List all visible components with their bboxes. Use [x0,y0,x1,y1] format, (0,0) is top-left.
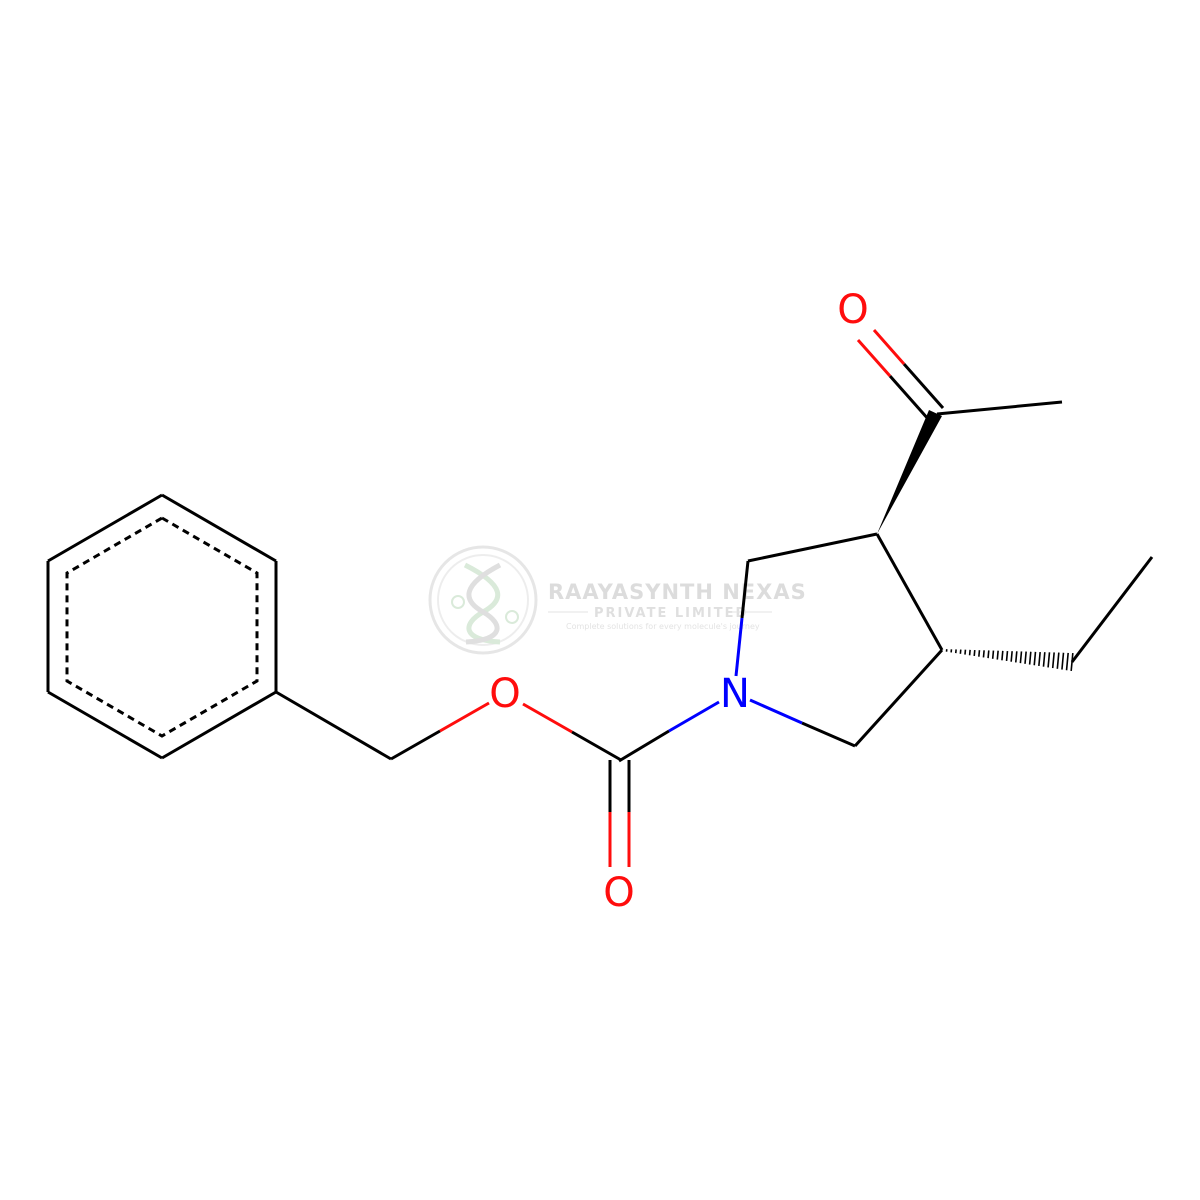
hash-stroke [1005,650,1009,662]
bond-ketone-b-red [856,339,892,377]
hash-stroke [973,649,976,657]
bond-c3-c4 [875,533,944,651]
hash-stroke [1019,651,1023,664]
bond-benzene-6 [47,493,163,563]
hash-stroke [1001,650,1004,661]
bond-carbonyl-n-black [618,729,670,763]
hashed-wedge-c4-ethyl [945,649,1074,672]
hash-stroke [1047,652,1051,668]
hash-stroke [1051,652,1055,669]
bond-n-c2-black [740,560,750,619]
bond-ethyl-cc [1070,556,1154,663]
bond-benzene-1 [161,493,277,563]
watermark-subtitle: PRIVATE LIMITED [594,606,748,621]
atom-carbonyl-oxygen: O [603,870,634,916]
bond-c2-c3 [747,532,878,563]
bond-ch2-o-red [439,701,490,733]
hash-stroke [982,650,985,658]
hash-stroke [978,650,981,657]
wedge-bond-c3-acetyl [877,410,942,534]
watermark: RAAYASYNTH NEXAS PRIVATE LIMITED Complet… [428,545,807,655]
hash-stroke [1056,652,1060,669]
hash-stroke [1014,651,1018,663]
watermark-company-name: RAAYASYNTH NEXAS [548,580,807,604]
hash-stroke [1024,651,1027,664]
bond-o-carbonyl-red [522,702,573,734]
atom-ketone-oxygen: O [837,287,868,333]
atom-ring-nitrogen: N [720,671,750,717]
hash-stroke [1042,652,1046,667]
hash-stroke [996,650,999,660]
bond-n-c2-blue [734,617,744,677]
benzene-ring [46,493,278,760]
atom-ester-oxygen: O [489,671,520,717]
bond-o-carbonyl-black [571,730,622,762]
bond-c5-n-blue [749,698,803,725]
hash-stroke [1010,651,1013,662]
hash-stroke [1028,651,1032,665]
hash-stroke [987,650,990,659]
bond-acetyl-methyl [936,400,1063,416]
bond-ch2-o-black [390,729,441,761]
hash-stroke [991,650,995,659]
bond-ketone-b-black [888,375,931,421]
hash-stroke [1038,651,1041,667]
bond-ketone-a-red [872,329,906,365]
aromatic-inner-ring [65,516,259,738]
hash-stroke [1061,652,1065,670]
bond-c5-n-black [801,721,856,748]
dna-helix-logo-icon [428,545,538,655]
watermark-tagline: Complete solutions for every molecule's … [566,622,760,631]
bond-benzene-4 [47,690,163,760]
bond-ketone-a-black [902,363,945,409]
bond-benzene-3 [161,690,277,760]
pyrrolidine-ring [734,532,944,748]
bond-c4-c5 [853,648,944,748]
hash-stroke [1033,651,1037,666]
hash-stroke [1065,652,1069,671]
bond-ring-ch2 [275,690,392,761]
bond-carbonyl-n-blue [668,700,720,733]
